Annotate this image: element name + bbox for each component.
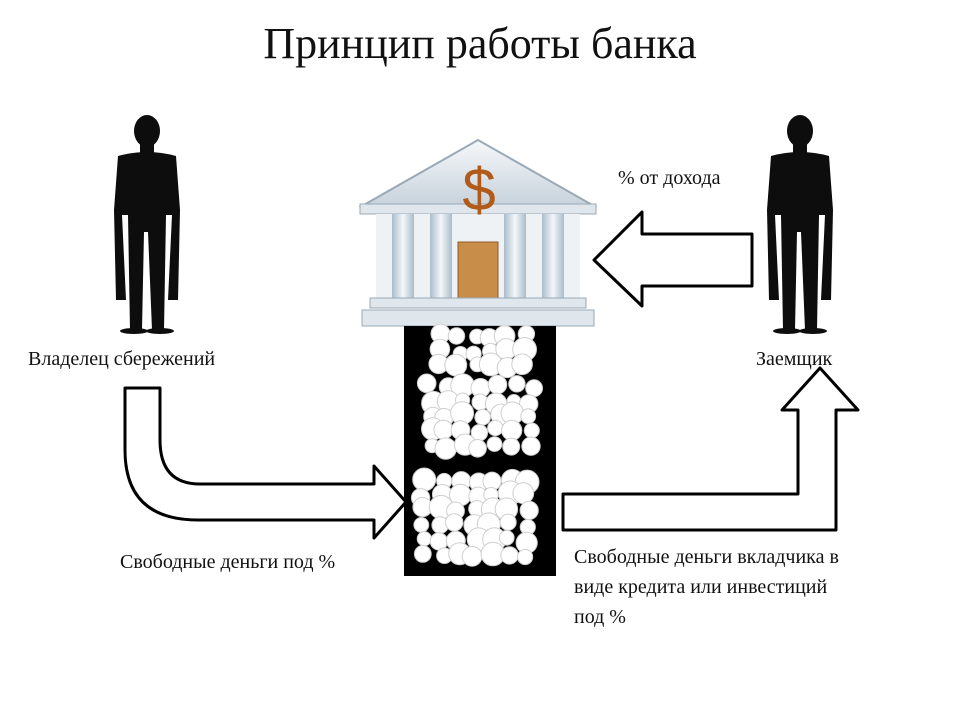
coin-icon	[500, 546, 519, 565]
coin-icon	[433, 419, 454, 440]
coin-icon	[499, 513, 517, 531]
credit-label: Свободные деньги вкладчика в виде кредит…	[574, 542, 934, 632]
borrower-label: Заемщик	[756, 348, 833, 370]
coin-icon	[434, 437, 457, 460]
coin-icon	[525, 379, 543, 398]
coin-icon	[521, 436, 541, 456]
coin-icon	[523, 422, 540, 439]
coin-icon	[468, 439, 487, 458]
coin-icon	[517, 548, 534, 566]
coin-icon	[520, 408, 537, 425]
coin-icon	[487, 419, 504, 437]
coin-icon	[498, 529, 515, 546]
coin-icon	[519, 500, 539, 520]
coin-icon	[461, 545, 483, 567]
coin-icon	[416, 373, 437, 394]
coin-icon	[511, 353, 533, 376]
credit-label-line: виде кредита или инвестиций	[574, 576, 828, 598]
coins-group	[410, 323, 543, 567]
borrower-person-icon	[767, 115, 833, 334]
coin-icon	[512, 482, 535, 505]
interest-arrow	[592, 210, 754, 308]
coin-icon	[416, 531, 432, 547]
credit-label-line: под %	[574, 606, 626, 628]
owner-person-icon	[114, 115, 180, 334]
coin-icon	[474, 408, 492, 426]
coin-icon	[412, 467, 437, 492]
free-money-label: Свободные деньги под %	[120, 551, 336, 573]
page-title: Принцип работы банка	[263, 19, 697, 68]
coin-icon	[444, 353, 468, 377]
coin-icon	[413, 545, 432, 563]
coin-icon	[447, 327, 466, 345]
coin-icon	[486, 436, 503, 453]
coin-icon	[445, 513, 464, 532]
owner-label: Владелец сбережений	[28, 348, 216, 370]
coin-icon	[502, 437, 521, 456]
percent-income-label: % от дохода	[618, 167, 721, 189]
loan-arrow	[561, 366, 860, 532]
credit-label-line: Свободные деньги вкладчика в	[574, 546, 839, 568]
deposit-arrow	[123, 386, 408, 540]
coin-icon	[508, 375, 526, 393]
bank-building-icon	[358, 138, 598, 327]
dollar-sign-icon: $	[462, 156, 495, 223]
coin-icon	[413, 517, 430, 533]
coin-icon	[487, 374, 508, 395]
coin-icon	[501, 419, 523, 441]
